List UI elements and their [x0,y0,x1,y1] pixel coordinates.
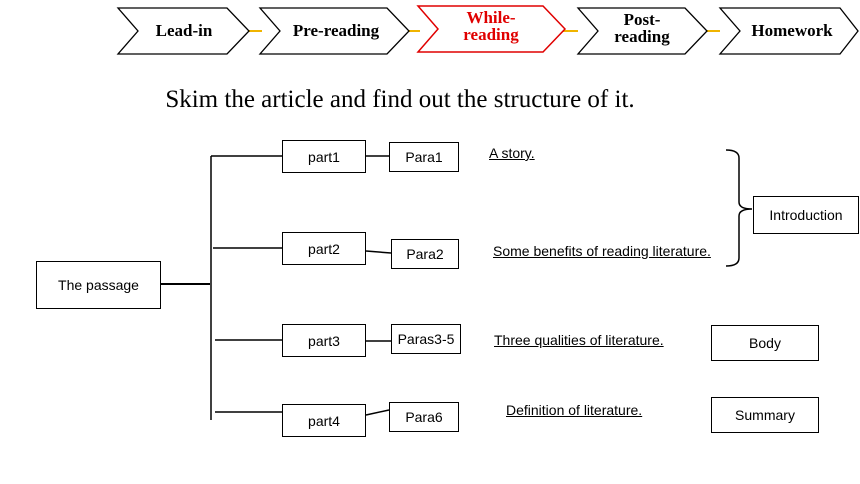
para-node-3: Paras3-5 [391,324,461,354]
part-description-2: Some benefits of reading literature. [493,243,711,259]
part-node-4: part4 [282,404,366,437]
step-post-reading-label: Post- reading [614,10,670,46]
step-pre-reading-label: Pre-reading [292,21,380,40]
part-node-2: part2 [282,232,366,265]
section-summary: Summary [711,397,819,433]
para-node-2: Para2 [391,239,459,269]
part-node-1: part1 [282,140,366,173]
step-lead-in-label: Lead-in [155,21,213,40]
part-description-4: Definition of literature. [506,402,643,418]
root-node: The passage [36,261,161,309]
page-title: Skim the article and find out the struct… [165,86,635,113]
para-node-4: Para6 [389,402,459,432]
step-post-reading[interactable] [576,7,708,55]
part-node-3: part3 [282,324,366,357]
introduction-brace [725,149,753,267]
section-introduction: Introduction [753,196,859,234]
part-description-1: A story. [489,145,535,161]
step-lead-in[interactable] [116,7,250,55]
step-homework[interactable] [718,7,859,55]
step-pre-reading[interactable] [258,7,410,55]
step-homework-label: Homework [751,21,833,40]
para-link [365,409,390,416]
step-while-reading-label: While- reading [463,8,519,44]
section-body: Body [711,325,819,361]
step-navigation [116,5,859,55]
para-node-1: Para1 [389,142,459,172]
step-while-reading[interactable] [416,5,567,53]
part-description-3: Three qualities of literature. [494,332,664,348]
para-link [365,250,392,254]
